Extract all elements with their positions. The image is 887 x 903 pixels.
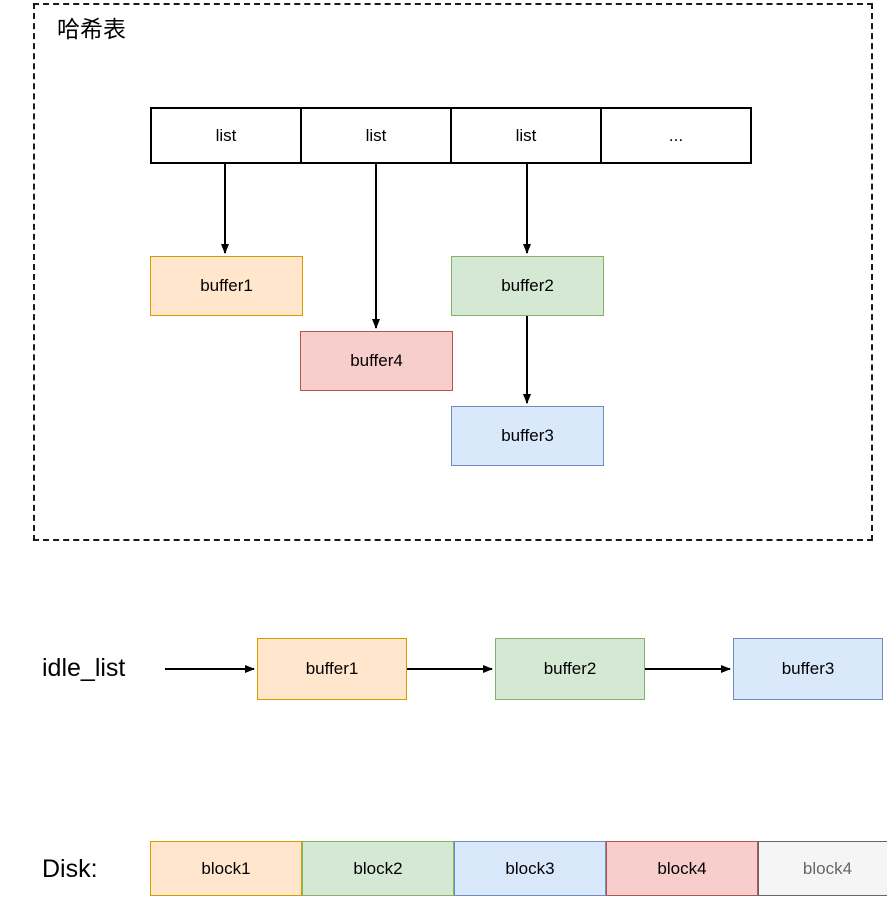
idle-node-buffer2[interactable]: buffer2 xyxy=(495,638,645,700)
bucket-cell-0[interactable]: list xyxy=(152,109,302,162)
hash-node-buffer2[interactable]: buffer2 xyxy=(451,256,604,316)
disk-label: Disk: xyxy=(42,855,98,883)
idle-node-buffer3[interactable]: buffer3 xyxy=(733,638,883,700)
bucket-array: list list list ... xyxy=(150,107,752,164)
disk-block-3[interactable]: block3 xyxy=(454,841,606,896)
disk-block-1[interactable]: block1 xyxy=(150,841,302,896)
idle-list-label: idle_list xyxy=(42,654,126,682)
hash-table-region xyxy=(33,3,873,541)
hash-node-buffer1[interactable]: buffer1 xyxy=(150,256,303,316)
bucket-cell-3[interactable]: ... xyxy=(668,125,684,145)
disk-block-4[interactable]: block4 xyxy=(606,841,758,896)
disk-block-2[interactable]: block2 xyxy=(302,841,454,896)
disk-block-5[interactable]: block4 xyxy=(758,841,887,896)
disk-strip: block1 block2 block3 block4 block4 xyxy=(150,841,887,896)
hash-table-title: 哈希表 xyxy=(57,16,126,42)
idle-node-buffer1[interactable]: buffer1 xyxy=(257,638,407,700)
hash-node-buffer3[interactable]: buffer3 xyxy=(451,406,604,466)
bucket-cell-2[interactable]: list xyxy=(452,109,602,162)
hash-node-buffer4[interactable]: buffer4 xyxy=(300,331,453,391)
bucket-cell-1[interactable]: list xyxy=(302,109,452,162)
